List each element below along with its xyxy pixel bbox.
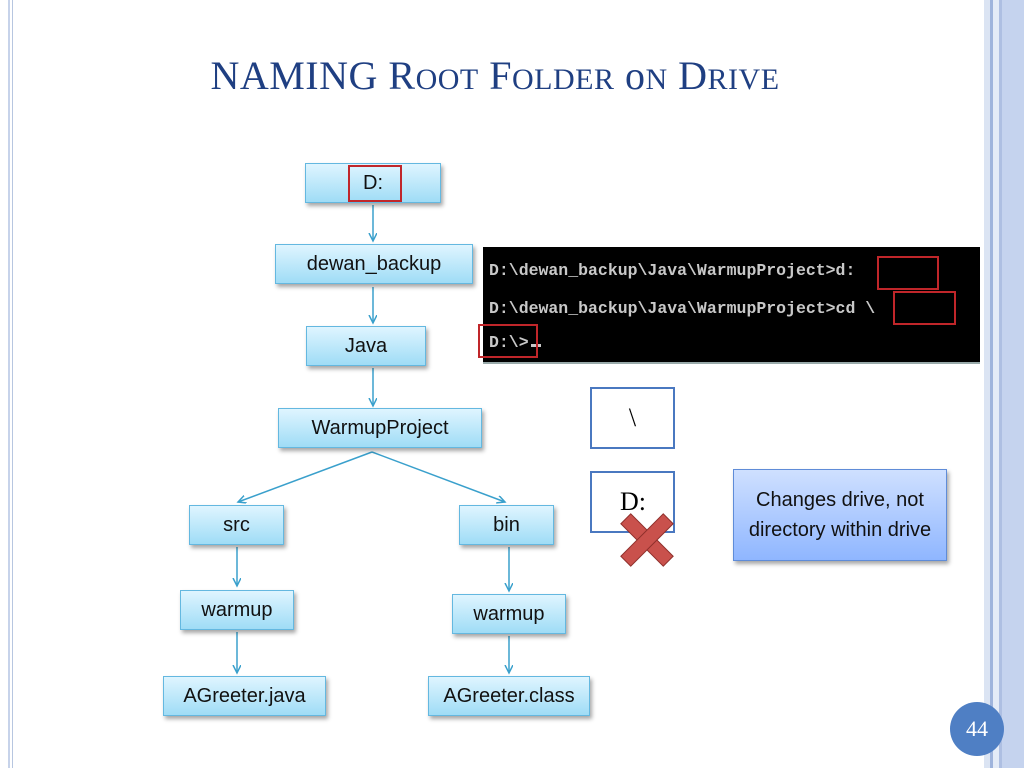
note-text: Changes drive, not directory within driv… xyxy=(748,489,932,541)
root-highlight-box xyxy=(348,165,402,202)
tree-node-agreeter-class: AGreeter.class xyxy=(428,676,590,716)
tree-node-agreeter-java-label: AGreeter.java xyxy=(183,684,306,707)
tree-node-bin-warmup: warmup xyxy=(452,594,566,634)
tree-node-root-label: D: xyxy=(363,171,383,194)
tree-node-bin-label: bin xyxy=(493,513,520,536)
terminal-screenshot: D:\dewan_backup\Java\WarmupProject>d: D:… xyxy=(483,247,980,364)
page-number-badge: 44 xyxy=(950,702,1004,756)
tree-node-root: D: xyxy=(305,163,441,203)
tree-node-java-label: Java xyxy=(344,334,388,357)
tree-node-bin-warmup-label: warmup xyxy=(473,602,545,625)
tree-node-warmupproject: WarmupProject xyxy=(278,408,482,448)
slide-right-border xyxy=(984,0,1024,768)
terminal-cursor xyxy=(530,344,541,347)
terminal-line-3: D:\> xyxy=(489,333,541,352)
tree-node-src-warmup: warmup xyxy=(180,590,294,630)
terminal-highlight-d-command xyxy=(877,256,939,290)
tree-node-warmupproject-label: WarmupProject xyxy=(311,416,449,439)
slide-title: NAMING ROOT FOLDER oN DRIVE xyxy=(0,52,990,99)
terminal-highlight-prompt xyxy=(478,324,538,358)
tree-node-src: src xyxy=(189,505,284,545)
slide-left-border-line xyxy=(8,0,10,768)
tree-node-java: Java xyxy=(306,326,426,366)
tree-node-dewan-backup-label: dewan_backup xyxy=(306,252,442,275)
note-callout: Changes drive, not directory within driv… xyxy=(733,469,947,561)
edge-warmupproject-bin xyxy=(371,451,505,502)
terminal-highlight-cd-command xyxy=(893,291,956,325)
tree-node-bin: bin xyxy=(459,505,554,545)
tree-node-agreeter-java: AGreeter.java xyxy=(163,676,326,716)
tree-node-src-label: src xyxy=(223,513,250,536)
terminal-line-1: D:\dewan_backup\Java\WarmupProject>d: xyxy=(489,261,856,280)
drive-symbol: D: xyxy=(620,487,646,516)
edge-warmupproject-src xyxy=(238,451,373,502)
tree-node-src-warmup-label: warmup xyxy=(201,598,273,621)
backslash-symbol: \ xyxy=(628,403,637,432)
terminal-line-3-text: D:\> xyxy=(489,333,529,352)
page-number: 44 xyxy=(966,716,988,741)
tree-node-agreeter-class-label: AGreeter.class xyxy=(443,684,575,707)
tree-node-dewan-backup: dewan_backup xyxy=(275,244,473,284)
cross-mark-icon xyxy=(620,513,674,567)
backslash-symbol-box: \ xyxy=(590,387,675,449)
title-text: NAMING ROOT FOLDER oN DRIVE xyxy=(210,53,780,98)
terminal-line-2: D:\dewan_backup\Java\WarmupProject>cd \ xyxy=(489,299,876,318)
